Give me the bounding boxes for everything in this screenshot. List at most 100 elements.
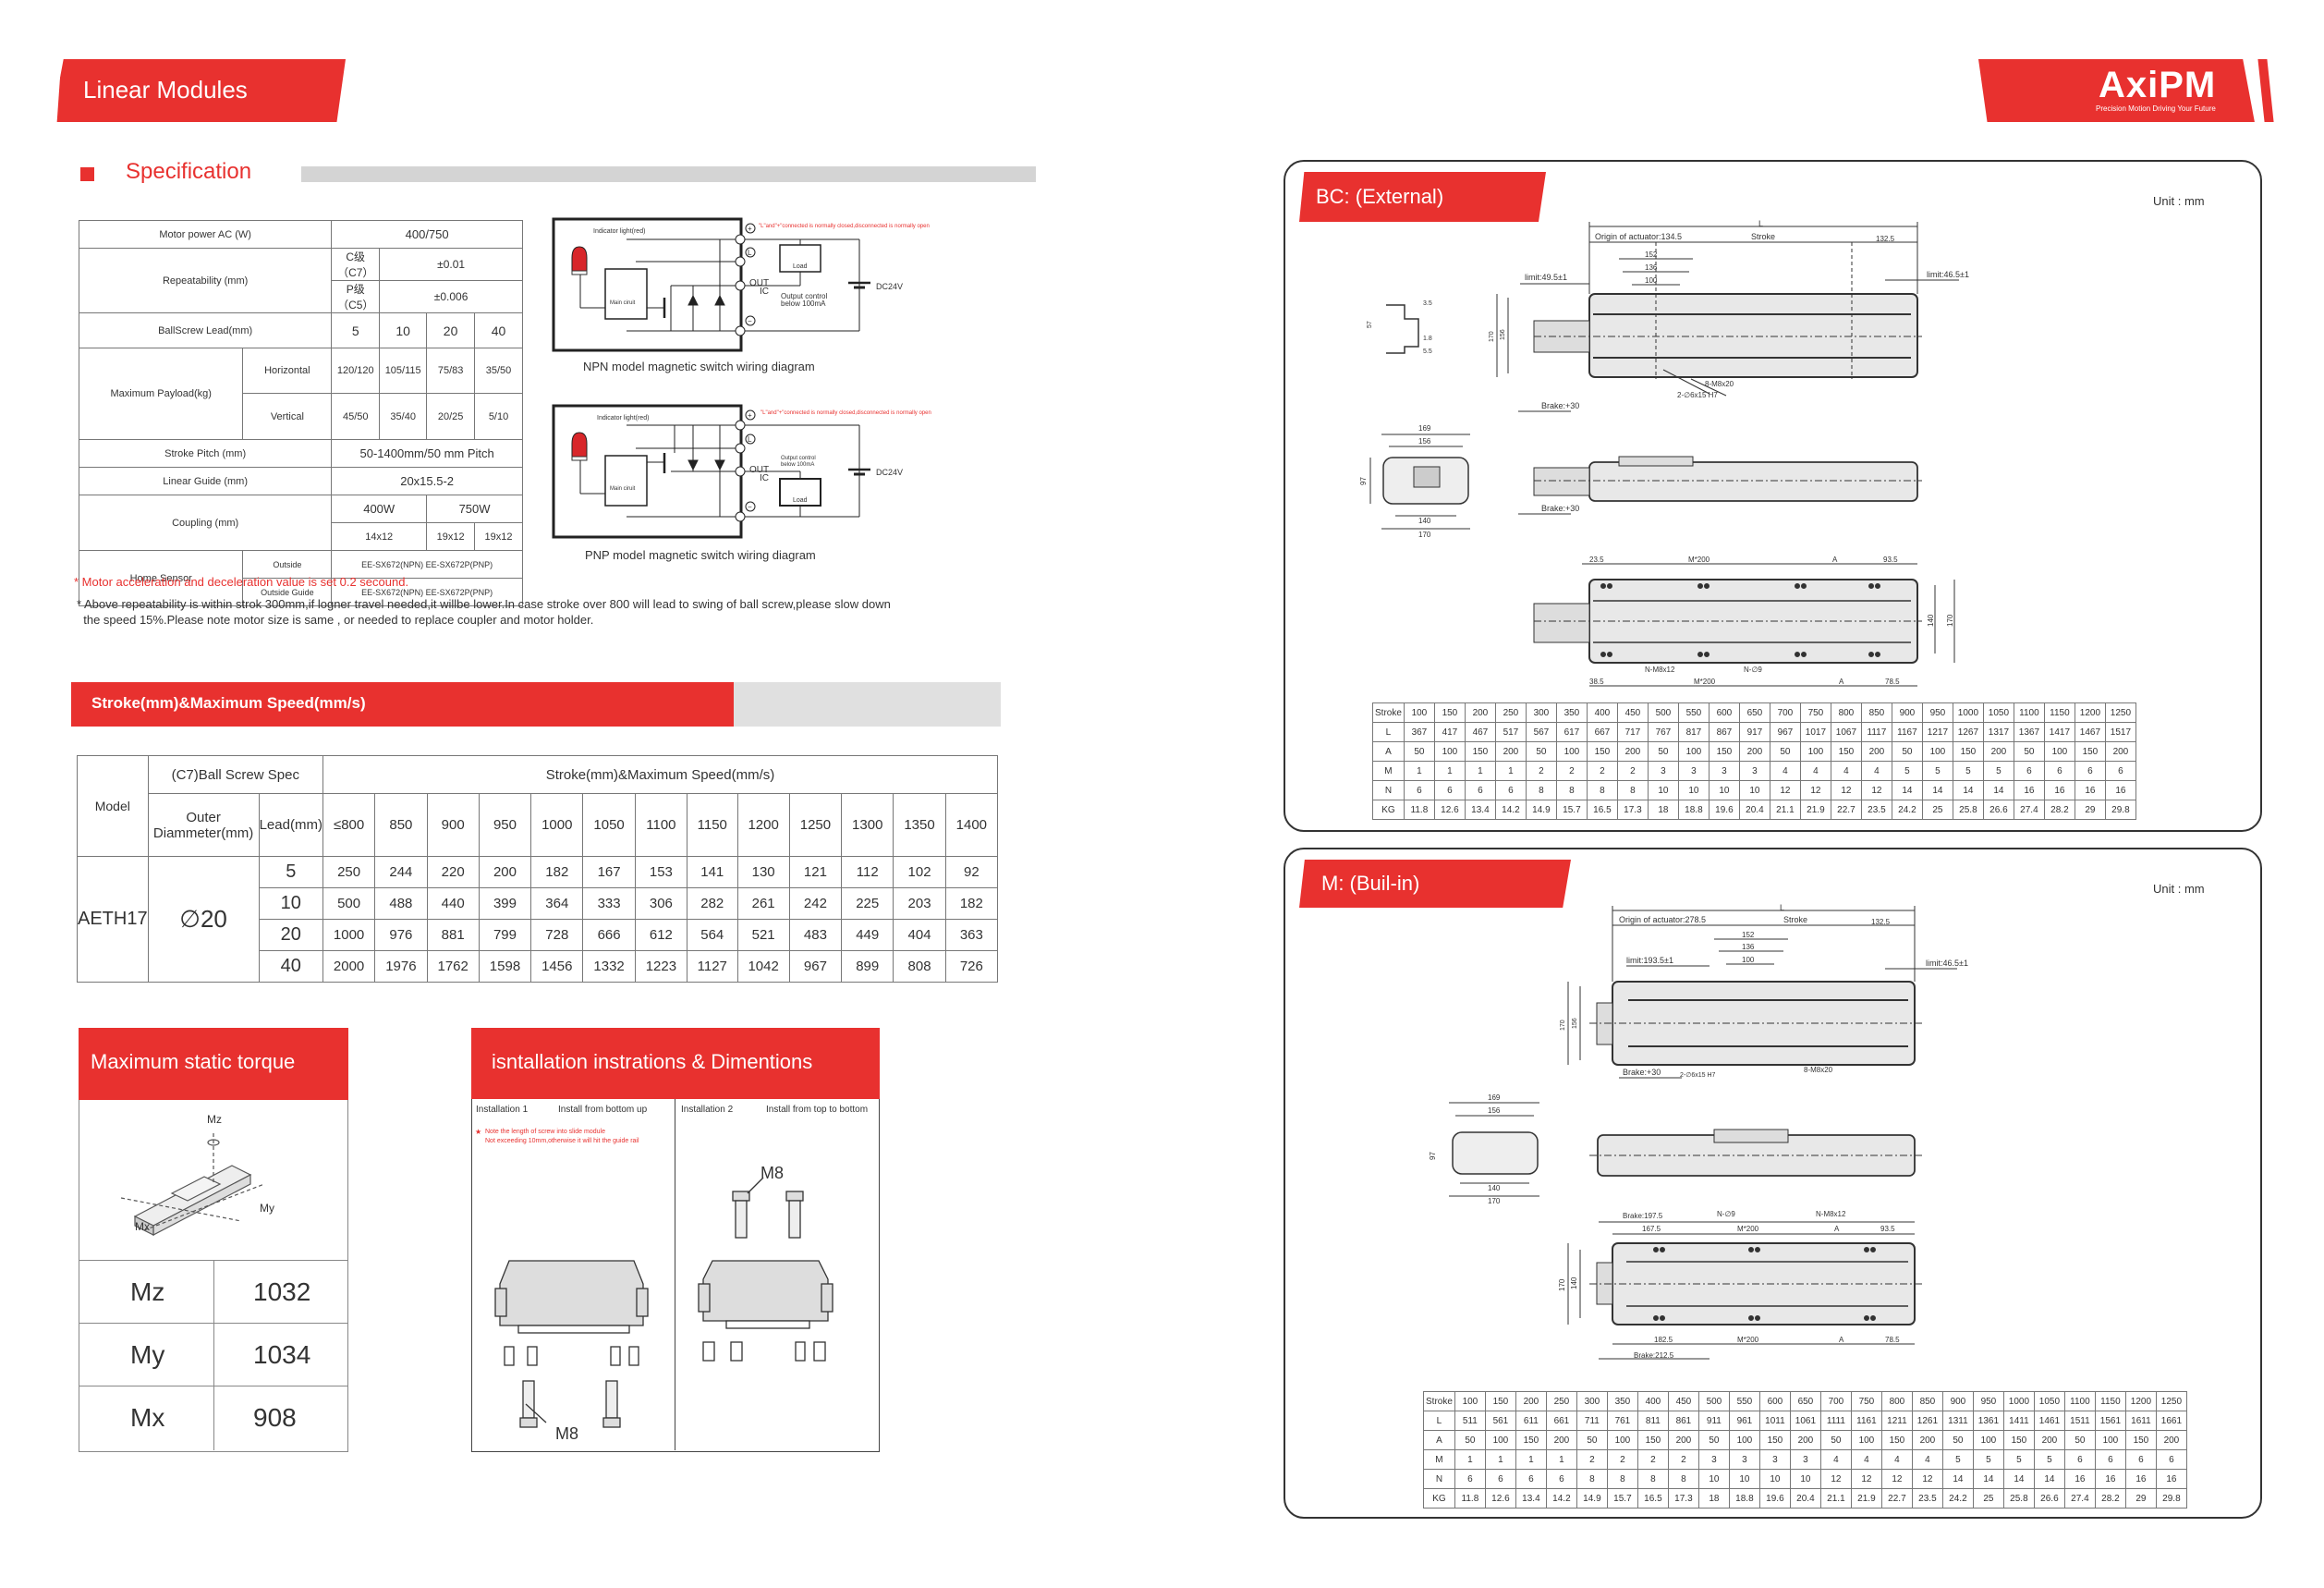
table-cell: 29.8: [2104, 800, 2136, 820]
stroke-header-cell: 1200: [736, 793, 790, 857]
svg-text:169: 169: [1418, 424, 1431, 433]
svg-text:Indicator light(red): Indicator light(red): [593, 228, 645, 235]
svg-text:152: 152: [1742, 931, 1755, 939]
speed-cell: 666: [582, 919, 636, 951]
svg-text:Brake:+30: Brake:+30: [1541, 504, 1579, 513]
bc-end-view: [1369, 434, 1470, 530]
m-bottom-view: [1567, 1221, 1922, 1360]
speed-cell: 182: [944, 887, 999, 920]
spec-heading: Specification: [126, 159, 252, 184]
speed-cell: 799: [478, 919, 532, 951]
table-cell: 28.2: [2043, 800, 2075, 820]
torque-title-bar: Maximum static torque: [79, 1028, 348, 1100]
svg-text:152: 152: [1645, 250, 1658, 259]
svg-text:140: 140: [1418, 517, 1431, 525]
svg-text:Main ciruit: Main ciruit: [610, 486, 636, 492]
speed-cell: 1976: [374, 950, 428, 983]
svg-text:IC: IC: [760, 287, 769, 297]
speed-cell: 1762: [426, 950, 480, 983]
svg-text:Stroke: Stroke: [1783, 915, 1807, 924]
table-cell: 29.8: [2155, 1488, 2187, 1509]
stroke-header-cell: ≤800: [322, 793, 376, 857]
npn-wiring-diagram: [552, 217, 870, 352]
speed-cell: 250: [322, 856, 376, 888]
logo-tagline: Precision Motion Driving Your Future: [2096, 104, 2216, 113]
svg-text:Brake:+30: Brake:+30: [1541, 401, 1579, 410]
speed-cell: 967: [788, 950, 843, 983]
table-cell: 15.7: [1606, 1488, 1638, 1509]
speed-cell: 282: [687, 887, 738, 920]
speed-cell: 182: [530, 856, 584, 888]
svg-text:156: 156: [1418, 437, 1431, 446]
bc-side-view: [1518, 456, 1922, 515]
svg-text:+: +: [748, 225, 752, 233]
speed-cell: 612: [634, 919, 688, 951]
speed-cell: 488: [374, 887, 428, 920]
svg-text:−: −: [748, 317, 752, 325]
svg-text:182.5: 182.5: [1654, 1336, 1673, 1344]
svg-text:A: A: [1832, 556, 1838, 564]
svg-text:Brake:+30: Brake:+30: [1623, 1068, 1661, 1077]
torque-axes-illustration: Mz My Mx: [120, 1113, 274, 1236]
speed-cell: 1127: [687, 950, 738, 983]
svg-text:Brake:212.5: Brake:212.5: [1634, 1351, 1674, 1360]
table-cell: 11.8: [1403, 800, 1435, 820]
svg-text:Brake:197.5: Brake:197.5: [1623, 1212, 1663, 1220]
svg-text:N-∅9: N-∅9: [1744, 666, 1762, 674]
svg-text:170: 170: [1560, 1020, 1566, 1031]
svg-text:1.8: 1.8: [1423, 336, 1432, 342]
svg-text:169: 169: [1488, 1093, 1501, 1102]
table-cell: 20.4: [1738, 800, 1770, 820]
bolt-label-m8: M8: [760, 1164, 784, 1182]
logo: AxiPM Precision Motion Driving Your Futu…: [1978, 59, 2255, 122]
svg-text:156: 156: [1488, 1106, 1501, 1115]
svg-text:Main ciruit: Main ciruit: [610, 300, 636, 306]
spec-row-motor-power: Motor power AC (W)400/750: [78, 220, 523, 249]
speed-cell: 1598: [478, 950, 532, 983]
svg-text:3.5: 3.5: [1423, 300, 1432, 307]
spec-row-repeatability: Repeatability (mm)C级（C7）±0.01: [78, 248, 523, 313]
table-cell: 14.9: [1576, 1488, 1608, 1509]
svg-text:limit:193.5±1: limit:193.5±1: [1626, 956, 1673, 965]
m-end-view: [1449, 1102, 1539, 1197]
speed-cell: 167: [582, 856, 636, 888]
svg-text:N-M8x12: N-M8x12: [1816, 1210, 1846, 1218]
stroke-header-cell: 1300: [841, 793, 894, 857]
stroke-header-cell: 900: [426, 793, 480, 857]
svg-text:Output control: Output control: [781, 292, 827, 300]
svg-text:A: A: [1839, 678, 1844, 686]
svg-text:136: 136: [1742, 943, 1755, 951]
svg-text:78.5: 78.5: [1885, 678, 1900, 686]
svg-text:93.5: 93.5: [1883, 556, 1898, 564]
spec-row-stroke-pitch: Stroke Pitch (mm)50-1400mm/50 mm Pitch: [78, 439, 523, 468]
svg-text:170: 170: [1489, 331, 1495, 342]
page-title: Linear Modules: [83, 76, 248, 104]
svg-text:A: A: [1839, 1336, 1844, 1344]
speed-cell: 726: [944, 950, 999, 983]
svg-text:L: L: [1758, 219, 1763, 228]
table-cell: 29: [2124, 1488, 2157, 1509]
svg-text:170: 170: [1946, 614, 1954, 627]
bc-unit: Unit : mm: [2153, 194, 2205, 208]
svg-text:Origin of actuator:278.5: Origin of actuator:278.5: [1619, 915, 1706, 924]
npn-caption: NPN model magnetic switch wiring diagram: [583, 360, 815, 373]
installation-panel: isntallation instrations & Dimentions In…: [471, 1028, 880, 1452]
svg-text:8-M8x20: 8-M8x20: [1804, 1066, 1833, 1074]
table-cell: 25.8: [1952, 800, 1984, 820]
bc-title-bar: BC: (External): [1299, 172, 1546, 222]
svg-text:L: L: [748, 435, 752, 444]
svg-text:100: 100: [1645, 276, 1658, 285]
svg-text:below 100mA: below 100mA: [781, 299, 826, 308]
svg-text:38.5: 38.5: [1589, 678, 1604, 686]
table-cell: 18.8: [1728, 1488, 1760, 1509]
svg-text:97: 97: [1359, 477, 1368, 485]
svg-text:+: +: [748, 411, 752, 420]
